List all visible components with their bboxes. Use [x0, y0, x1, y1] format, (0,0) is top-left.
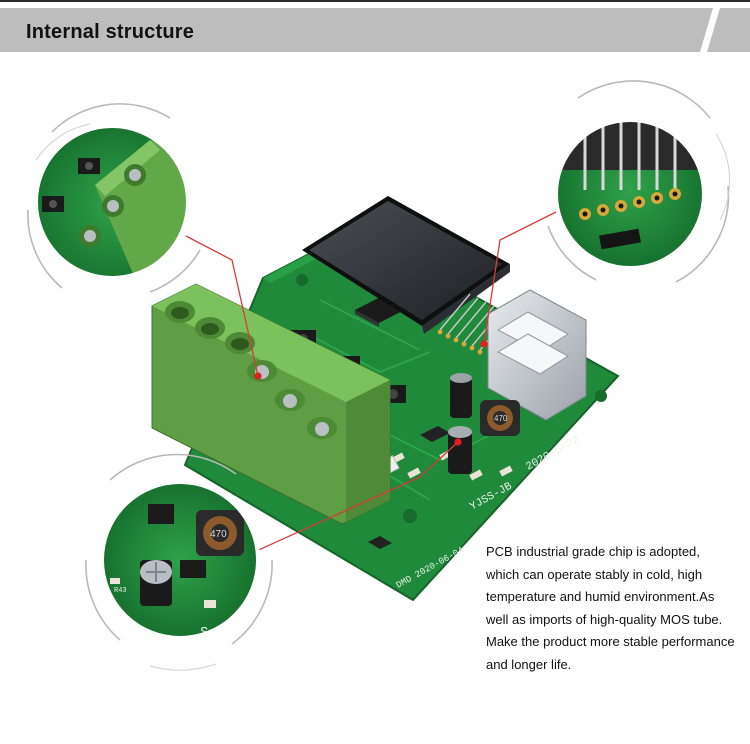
description-line: which can operate stably in cold, high	[486, 566, 703, 582]
header-banner	[0, 8, 750, 52]
zoom-lens-power-section: 470 R43 S JB 2	[85, 453, 273, 671]
description-line: temperature and humid environment.As	[486, 589, 715, 605]
electrolytic-capacitor-c2	[448, 426, 472, 474]
zoom-lens-mosfets	[547, 80, 731, 283]
description-line: PCB industrial grade chip is adopted,	[486, 544, 700, 559]
callout-lines	[185, 209, 561, 554]
zoom-lens-terminal	[27, 103, 201, 293]
inductor-label: 470	[494, 414, 508, 423]
terminal-block	[151, 283, 391, 525]
zoom-inductor-label: 470	[210, 529, 227, 540]
description-line: and longer life.	[486, 656, 572, 672]
zoom-ref-label: R43	[114, 587, 127, 595]
feature-description: PCB industrial grade chip is adopted, wh…	[486, 541, 748, 677]
description-line: Make the product more stable performance	[486, 634, 735, 650]
pcb-board: 470 YJSS-JB 2020-5-22 DMD 2020-06-04	[183, 196, 620, 602]
power-inductor: 470	[480, 400, 520, 436]
usb-port	[487, 289, 587, 421]
section-title: Internal structure	[26, 21, 195, 43]
top-divider	[0, 0, 750, 2]
electrolytic-capacitor-c1	[450, 373, 472, 418]
mosfet-chip	[420, 426, 450, 442]
lcd-pin-header	[437, 293, 511, 355]
diode-d8	[368, 536, 392, 549]
description-line: well as imports of high-quality MOS tube…	[486, 611, 723, 627]
